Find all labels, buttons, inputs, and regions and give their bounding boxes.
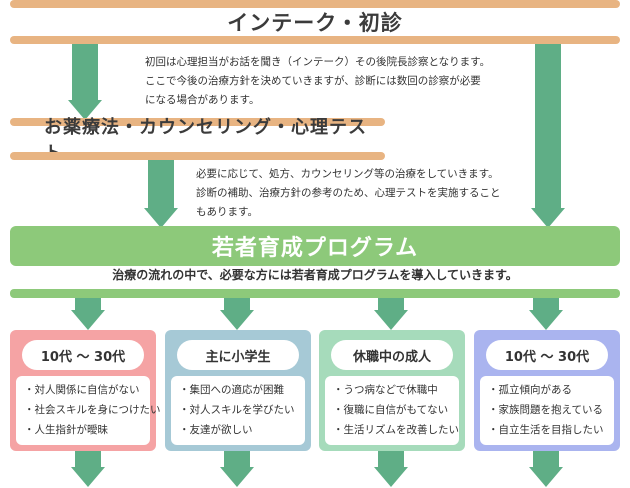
list-item: ・社会スキルを身につけたい: [24, 404, 161, 416]
panel-label: 10代 〜 30代: [22, 340, 144, 370]
list-item: ・うつ病などで休職中: [333, 384, 438, 396]
list-item: ・家族問題を抱えている: [488, 404, 603, 416]
program-subtitle: 治療の流れの中で、必要な方には若者育成プログラムを導入していきます。: [112, 268, 518, 282]
program-underline: [10, 289, 620, 298]
panel-on-leave: 休職中の成人 ・うつ病などで休職中 ・復職に自信がもてない ・生活リズムを改善し…: [319, 330, 465, 451]
intake-bar: インテーク・初診: [10, 8, 620, 36]
program-title: 若者育成プログラム: [211, 236, 419, 261]
list-item: ・集団への適応が困難: [179, 384, 284, 396]
treatment-top-band: [10, 118, 385, 126]
treatment-note: 必要に応じて、処方、カウンセリング等の治療をしていきます。 診断の補助、治療方針…: [196, 168, 501, 218]
panel-label: 休職中の成人: [331, 340, 453, 370]
list-item: ・生活リズムを改善したい: [333, 424, 459, 436]
intake-title: インテーク・初診: [227, 11, 403, 35]
program-bar: 若者育成プログラム: [10, 226, 620, 266]
intake-note: 初回は心理担当がお話を聞き（インテーク）その後院長診察となります。 ここで今後の…: [145, 56, 491, 106]
panel-elementary: 主に小学生 ・集団への適応が困難 ・対人スキルを学びたい ・友達が欲しい: [165, 330, 311, 451]
list-item: ・友達が欲しい: [179, 424, 253, 436]
panel-items: ・うつ病などで休職中 ・復職に自信がもてない ・生活リズムを改善したい: [325, 376, 459, 445]
treatment-bar: お薬療法・カウンセリング・心理テスト: [10, 117, 385, 164]
panel-items: ・孤立傾向がある ・家族問題を抱えている ・自立生活を目指したい: [480, 376, 614, 445]
list-item: ・対人関係に自信がない: [24, 384, 140, 396]
panel-label: 主に小学生: [177, 340, 299, 370]
panel-youth: 10代 〜 30代 ・対人関係に自信がない ・社会スキルを身につけたい ・人生指…: [10, 330, 161, 451]
list-item: ・復職に自信がもてない: [333, 404, 449, 416]
panel-items: ・対人関係に自信がない ・社会スキルを身につけたい ・人生指針が曖昧: [16, 376, 161, 445]
list-item: ・孤立傾向がある: [488, 384, 572, 396]
treatment-bottom-band: [10, 152, 385, 160]
panel-items: ・集団への適応が困難 ・対人スキルを学びたい ・友達が欲しい: [171, 376, 305, 445]
intake-top-band: [10, 0, 620, 8]
panel-isolated: 10代 〜 30代 ・孤立傾向がある ・家族問題を抱えている ・自立生活を目指し…: [474, 330, 620, 451]
panel-label: 10代 〜 30代: [486, 340, 608, 370]
intake-bottom-band: [10, 36, 620, 44]
list-item: ・対人スキルを学びたい: [179, 404, 295, 416]
list-item: ・自立生活を目指したい: [488, 424, 604, 436]
list-item: ・人生指針が曖昧: [24, 424, 108, 436]
